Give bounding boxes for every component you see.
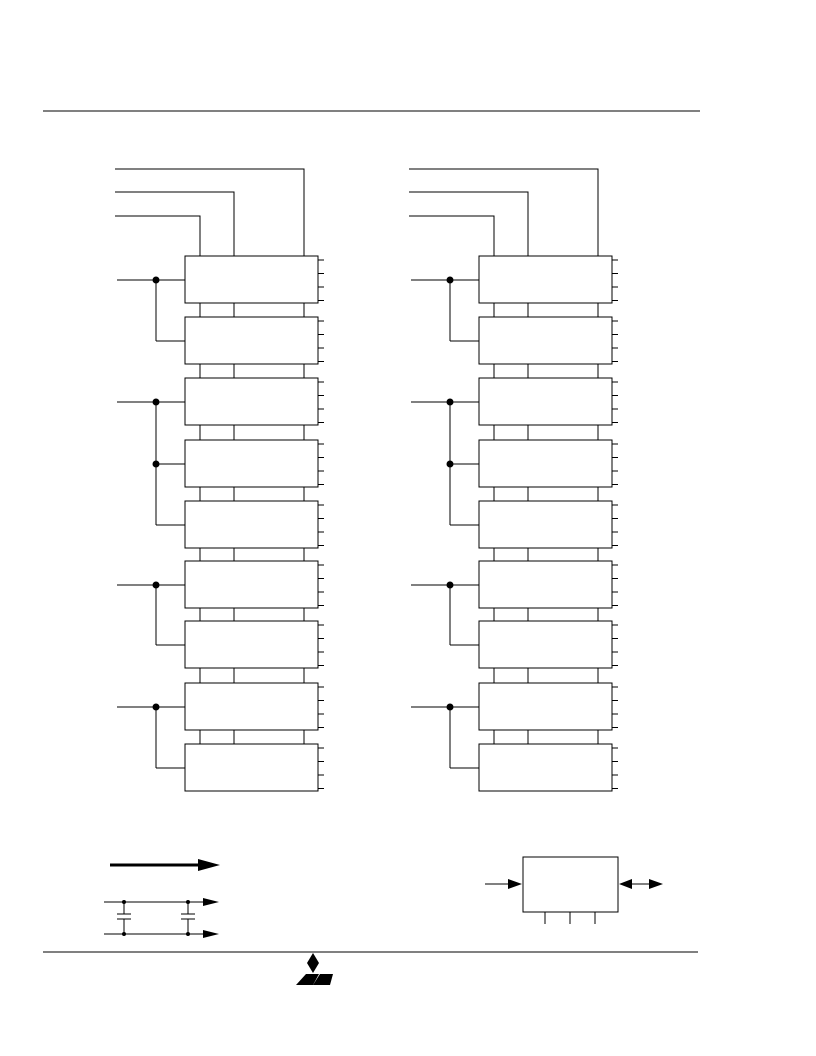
memory-chip xyxy=(478,743,613,792)
memory-chip xyxy=(184,620,319,669)
left-memory-bank xyxy=(115,168,324,792)
memory-chip xyxy=(184,377,319,426)
memory-chip xyxy=(478,255,613,304)
memory-chip xyxy=(478,377,613,426)
memory-chip xyxy=(478,316,613,365)
address-line xyxy=(115,168,305,256)
legend-decoupling-capacitors xyxy=(104,898,219,938)
three-diamond-logo-icon xyxy=(296,953,333,985)
memory-chip xyxy=(478,620,613,669)
memory-chip xyxy=(478,439,613,488)
address-line xyxy=(115,215,201,256)
address-line xyxy=(115,191,235,256)
legend-bus-arrow xyxy=(110,859,220,871)
memory-chip xyxy=(184,560,319,609)
memory-chip xyxy=(184,255,319,304)
memory-chip xyxy=(478,560,613,609)
memory-chip xyxy=(184,743,319,792)
right-memory-bank xyxy=(409,168,618,792)
memory-chip xyxy=(184,500,319,549)
memory-chip xyxy=(184,682,319,731)
address-line xyxy=(409,215,495,256)
memory-chip xyxy=(478,682,613,731)
memory-chip xyxy=(184,439,319,488)
legend-chip-symbol xyxy=(485,856,663,924)
address-line xyxy=(409,168,599,256)
memory-chip xyxy=(478,500,613,549)
address-line xyxy=(409,191,529,256)
memory-chip xyxy=(184,316,319,365)
